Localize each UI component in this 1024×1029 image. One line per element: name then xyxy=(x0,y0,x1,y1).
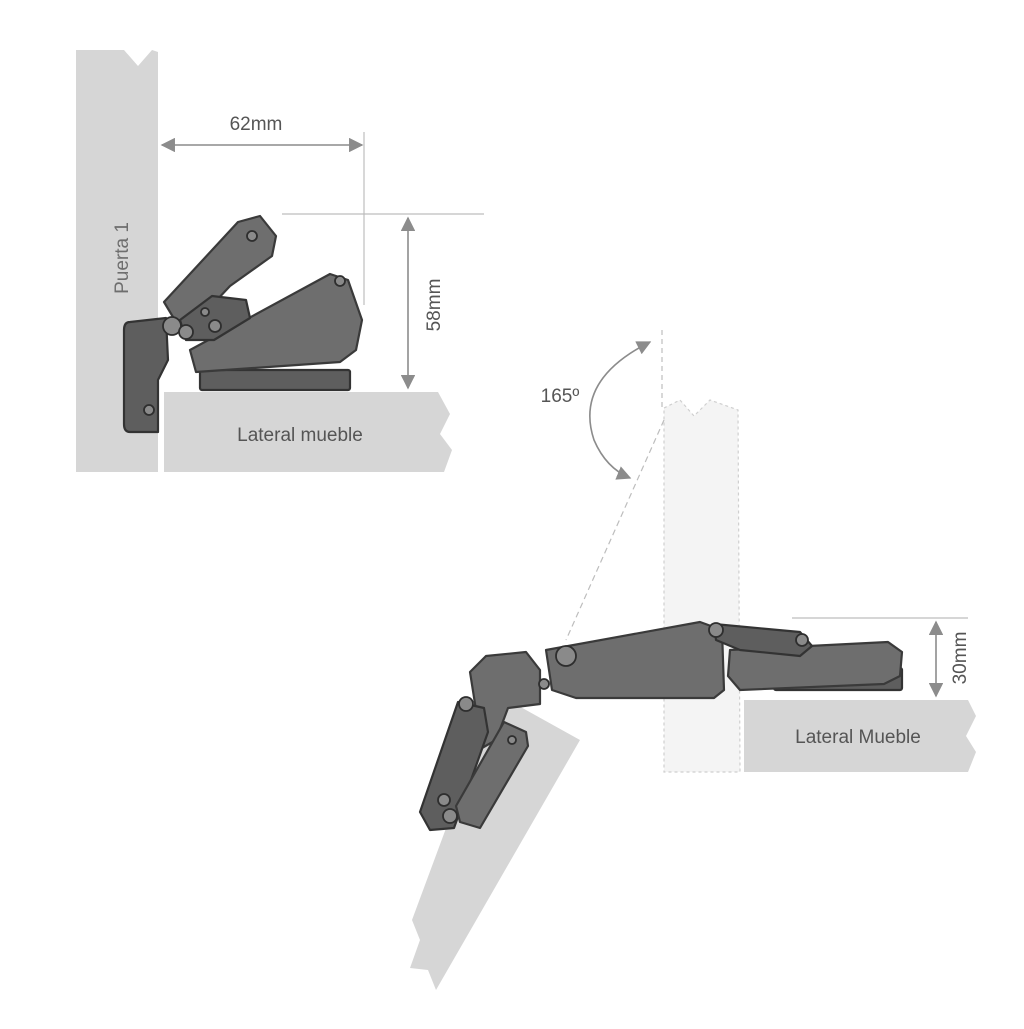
open-angle-line xyxy=(565,419,665,641)
pivot-pin xyxy=(538,678,550,690)
open-door-panel xyxy=(410,700,580,990)
angle-label: 165º xyxy=(541,386,580,407)
hinge-middle-link xyxy=(178,294,252,342)
pivot-pin xyxy=(708,622,724,638)
mounting-plate xyxy=(198,368,352,392)
pivot-pin xyxy=(442,808,458,824)
bottom-diagram: 165º Lateral Mueble 30mm xyxy=(410,330,976,990)
hinge-cup xyxy=(418,700,490,832)
pivot-pin xyxy=(458,696,474,712)
hinge-main-arm xyxy=(544,620,726,700)
pivot-pin xyxy=(334,275,346,287)
cabinet-side-panel xyxy=(744,700,976,772)
pivot-pin xyxy=(507,735,517,745)
pivot-pin xyxy=(208,319,222,333)
closed-hinge xyxy=(122,214,364,434)
cabinet-side-panel xyxy=(164,392,452,472)
top-diagram: Puerta 1 Lateral mueble 62mm 58mm xyxy=(76,50,484,472)
door-label: Puerta 1 xyxy=(112,222,133,294)
pivot-pin xyxy=(178,324,194,340)
pivot-pin xyxy=(795,633,809,647)
hinge-top-link xyxy=(712,622,814,658)
cabinet-side-label: Lateral mueble xyxy=(237,425,363,446)
pivot-pin xyxy=(143,404,155,416)
height-dimension-label: 30mm xyxy=(950,632,971,685)
hinge-cup xyxy=(122,316,170,434)
pivot-pin xyxy=(555,645,577,667)
hinge-door-plate xyxy=(454,720,530,830)
width-dimension-label: 62mm xyxy=(230,114,283,135)
pivot-pin xyxy=(246,230,258,242)
open-hinge xyxy=(418,620,904,832)
ghost-door-panel xyxy=(663,399,741,773)
hinge-arm-body xyxy=(188,272,364,374)
pivot-pin xyxy=(437,793,451,807)
angle-arc xyxy=(589,341,652,480)
cabinet-side-label: Lateral Mueble xyxy=(795,727,921,748)
pivot-pin xyxy=(200,307,210,317)
height-dimension-label: 58mm xyxy=(424,279,445,332)
